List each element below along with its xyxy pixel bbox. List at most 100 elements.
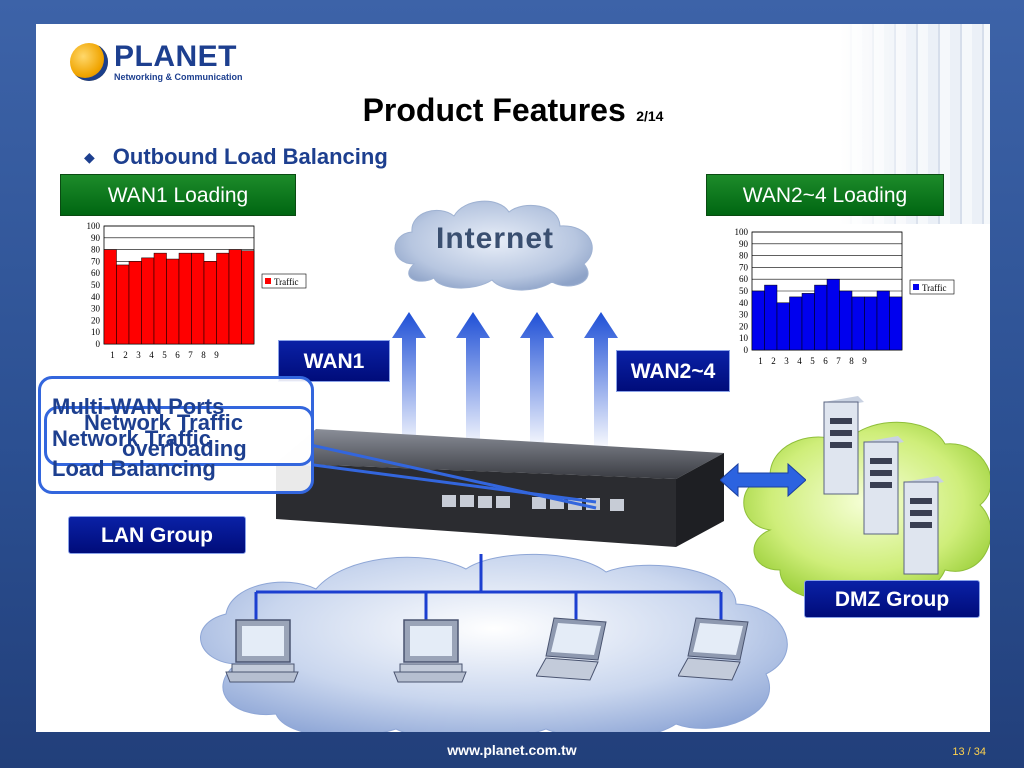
y-tick-label: 100 <box>87 221 101 231</box>
desktop-pc-icon <box>393 619 467 683</box>
bar <box>889 296 903 351</box>
lan-group-label: LAN Group <box>68 516 246 554</box>
x-tick-label: 4 <box>149 350 154 360</box>
bullet-text: Outbound Load Balancing <box>112 144 388 169</box>
bar <box>178 252 192 345</box>
bar <box>801 293 815 351</box>
x-tick-label: 4 <box>797 356 802 366</box>
y-tick-label: 20 <box>91 315 101 325</box>
wan24-label: WAN2~4 <box>616 350 730 392</box>
y-tick-label: 0 <box>96 339 101 349</box>
planet-logo-icon <box>70 43 108 81</box>
y-tick-label: 90 <box>91 233 101 243</box>
x-tick-label: 6 <box>823 356 828 366</box>
internet-cloud-icon: Internet <box>384 194 606 294</box>
bar <box>103 249 117 345</box>
y-tick-label: 100 <box>735 227 749 237</box>
callout-lines <box>306 442 597 510</box>
y-tick-label: 30 <box>91 304 101 314</box>
legend-swatch <box>913 284 919 290</box>
wan1-loading-label: WAN1 Loading <box>60 174 296 216</box>
internet-label: Internet <box>435 222 554 255</box>
server-icon <box>903 476 944 575</box>
y-tick-label: 10 <box>91 327 101 337</box>
overloading-popup <box>44 406 314 466</box>
x-tick-label: 2 <box>771 356 776 366</box>
bar <box>191 252 205 345</box>
x-tick-label: 7 <box>188 350 193 360</box>
title-main: Product Features <box>362 92 626 128</box>
x-tick-label: 1 <box>110 350 115 360</box>
server-room-background <box>840 24 990 224</box>
legend-box <box>261 273 307 289</box>
bar <box>814 284 828 351</box>
popup-front-line2: overloading <box>122 436 247 461</box>
x-tick-label: 8 <box>849 356 854 366</box>
logo-word: PLANET <box>114 40 237 73</box>
page-title: Product Features 2/14 <box>36 92 990 129</box>
bar <box>764 284 778 351</box>
wan1-label: WAN1 <box>278 340 390 382</box>
footer-page-number: 13 / 34 <box>952 746 986 758</box>
dmz-group-label: DMZ Group <box>804 580 980 618</box>
x-tick-label: 5 <box>810 356 815 366</box>
y-tick-label: 40 <box>91 292 101 302</box>
arrow-up-icon <box>520 312 554 452</box>
lan-cloud-icon <box>200 553 788 732</box>
bar <box>241 250 255 345</box>
popup-back-line2: Network Traffic <box>52 426 211 451</box>
x-tick-label: 2 <box>123 350 128 360</box>
bar <box>166 258 180 345</box>
legend-label: Traffic <box>274 277 299 287</box>
server-icon <box>823 396 864 495</box>
y-tick-label: 40 <box>739 298 749 308</box>
bar <box>153 252 167 345</box>
laptop-icon <box>536 617 607 681</box>
arrow-up-icon <box>456 312 490 452</box>
y-tick-label: 10 <box>739 333 749 343</box>
bar <box>203 261 217 345</box>
double-arrow-icon <box>720 462 806 498</box>
y-tick-label: 20 <box>739 321 749 331</box>
y-tick-label: 0 <box>744 345 749 355</box>
wan24-loading-label: WAN2~4 Loading <box>706 174 944 216</box>
x-tick-label: 1 <box>758 356 763 366</box>
x-tick-label: 5 <box>162 350 167 360</box>
y-tick-label: 70 <box>91 256 101 266</box>
popup-front-line1: Network Traffic <box>84 410 243 435</box>
bar <box>789 296 803 351</box>
bar <box>876 290 890 351</box>
legend-label: Traffic <box>922 283 947 293</box>
bar <box>228 249 242 345</box>
x-tick-label: 8 <box>201 350 206 360</box>
y-tick-label: 90 <box>739 239 749 249</box>
footer-url[interactable]: www.planet.com.tw <box>447 742 577 758</box>
bar <box>116 264 130 345</box>
bar <box>216 252 230 345</box>
x-tick-label: 7 <box>836 356 841 366</box>
bar <box>851 296 865 351</box>
y-tick-label: 60 <box>91 268 101 278</box>
y-tick-label: 80 <box>739 251 749 261</box>
router-device-icon <box>276 429 724 547</box>
x-tick-label: 3 <box>784 356 789 366</box>
x-tick-label: 9 <box>214 350 219 360</box>
bar <box>128 261 142 345</box>
title-page-count: 2/14 <box>636 108 664 124</box>
y-tick-label: 50 <box>91 280 101 290</box>
popup-back-line1: Multi-WAN Ports <box>52 394 225 419</box>
arrow-up-icon <box>392 312 426 452</box>
bar <box>141 257 155 345</box>
x-tick-label: 6 <box>175 350 180 360</box>
bar <box>839 290 853 351</box>
arrow-up-icon <box>584 312 618 452</box>
planet-logo: PLANET Networking & Communication <box>70 42 243 82</box>
y-tick-label: 50 <box>739 286 749 296</box>
legend-box <box>909 279 955 295</box>
desktop-pc-icon <box>225 619 299 683</box>
x-tick-label: 3 <box>136 350 141 360</box>
bullet-point: ◆ Outbound Load Balancing <box>84 144 388 170</box>
popup-back-line3: Load Balancing <box>52 456 216 481</box>
